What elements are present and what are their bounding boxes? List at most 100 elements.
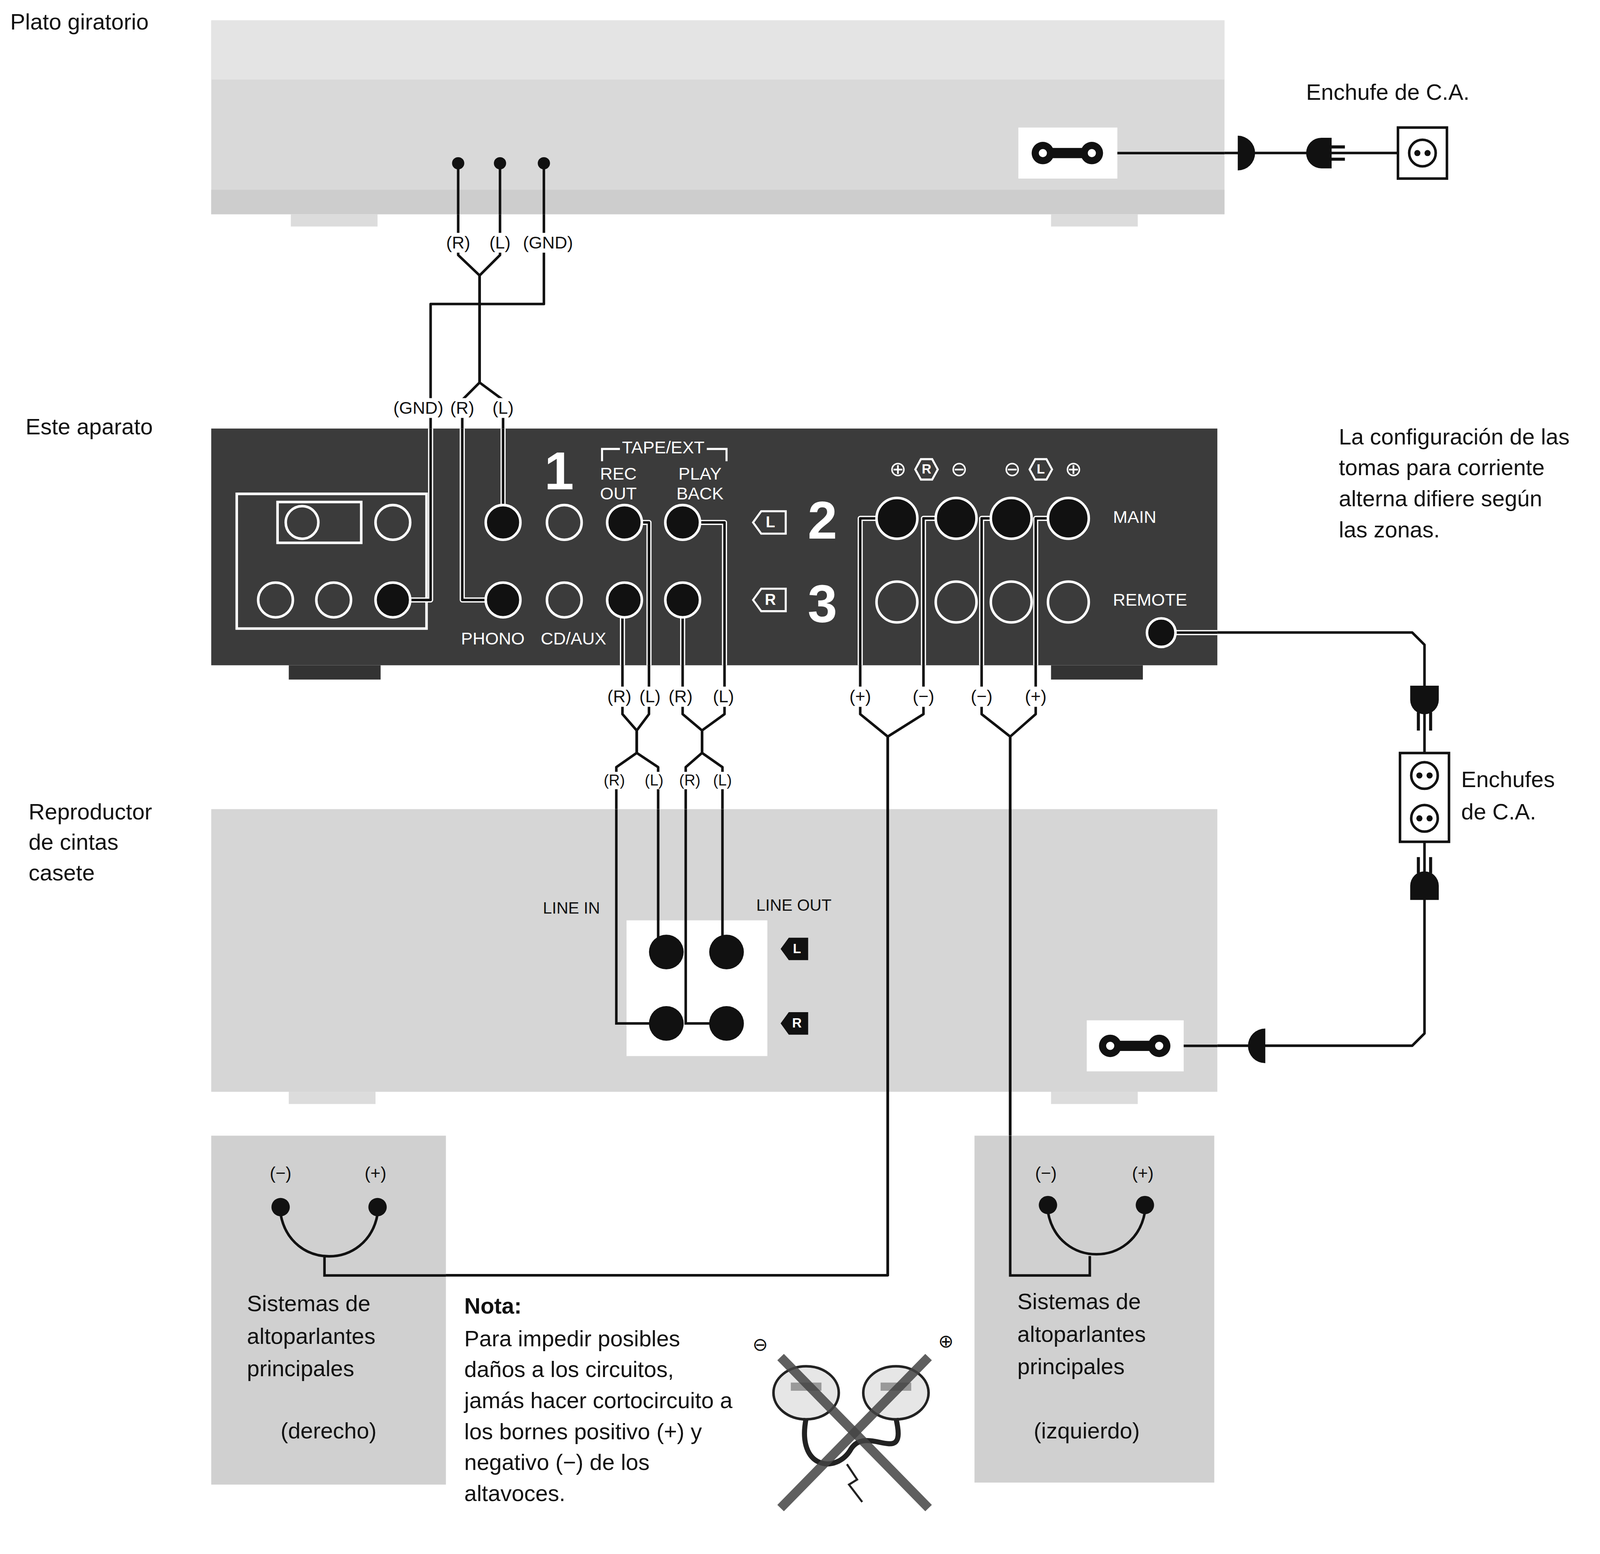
label-text: ⊖ xyxy=(950,457,968,481)
cable-wire xyxy=(445,665,888,1276)
label-text: (L) xyxy=(637,687,663,707)
label-text: (−) xyxy=(910,687,937,707)
cassette-deck-body xyxy=(211,809,1218,1093)
wall-outlet xyxy=(1414,149,1421,156)
cable xyxy=(1217,841,1425,1046)
label-text: (−) xyxy=(1035,1163,1057,1184)
cassette-deck-body xyxy=(1086,1020,1184,1072)
ac-socket xyxy=(1117,151,1225,155)
amplifier-panel xyxy=(752,511,786,534)
power-plug xyxy=(1429,857,1433,874)
cassette-deck-body xyxy=(1106,1041,1115,1050)
label-text: 1 xyxy=(544,440,574,502)
turntable-body xyxy=(493,157,506,170)
jack xyxy=(935,581,977,623)
label-text: (R) xyxy=(444,232,473,253)
jack xyxy=(876,497,918,539)
device-label: Este aparato xyxy=(25,412,153,442)
cable-wire xyxy=(445,665,924,1276)
cassette-deck-body xyxy=(626,920,768,1057)
ac-socket xyxy=(1031,141,1055,165)
label-text: La configuración de las tomas para corri… xyxy=(1338,421,1572,546)
device-sublabel: (derecho) xyxy=(280,1416,377,1446)
label-text: L xyxy=(765,513,776,532)
amplifier-panel xyxy=(236,493,427,629)
speaker-box: Sistemas de altoparlantes principales(de… xyxy=(211,1135,447,1485)
amplifier-panel xyxy=(211,428,1218,666)
label-text: ⊖ xyxy=(750,1334,770,1356)
label-text: Nota: xyxy=(464,1290,522,1322)
jack xyxy=(375,497,1176,648)
label-text: 3 xyxy=(807,573,838,635)
wall-outlet xyxy=(1424,149,1431,156)
label-text: LINE IN xyxy=(542,898,600,918)
amplifier-panel xyxy=(285,506,319,540)
device-label: Enchufe de C.A. xyxy=(1306,77,1470,107)
speaker-right xyxy=(211,1136,447,1486)
wall-outlet xyxy=(1397,127,1447,179)
turntable-body xyxy=(211,20,1225,215)
amplifier-panel xyxy=(1051,665,1143,680)
label-text: L xyxy=(1036,461,1045,478)
short-circuit-warning xyxy=(780,1357,929,1509)
double-outlet xyxy=(1416,772,1423,779)
ac-socket xyxy=(1087,149,1097,158)
cassette-deck-body xyxy=(1147,1035,1171,1058)
power-plug xyxy=(1329,157,1345,161)
cable-wire xyxy=(981,665,1011,1136)
double-outlet xyxy=(1411,805,1438,832)
label-text: TAPE/EXT xyxy=(619,438,707,458)
speaker-right xyxy=(280,1214,446,1276)
double-outlet xyxy=(1416,815,1423,822)
jack xyxy=(607,505,642,540)
device-label: Enchufes de C.A. xyxy=(1461,763,1584,829)
speaker-right xyxy=(271,1198,290,1217)
jack xyxy=(665,505,700,540)
turntable-body xyxy=(211,189,1225,215)
cable xyxy=(445,665,924,1276)
label-text: (GND) xyxy=(520,232,576,253)
cassette-deck-body xyxy=(709,934,745,970)
power-plug xyxy=(1329,145,1345,149)
jack xyxy=(990,581,1032,623)
cassette-deck-body xyxy=(780,938,809,961)
ac-socket xyxy=(1018,127,1225,179)
ac-socket xyxy=(1018,127,1118,179)
label-text: PLAY BACK xyxy=(669,463,731,504)
cable-wire xyxy=(1217,632,1425,753)
amplifier-panel xyxy=(258,582,294,618)
double-outlet xyxy=(1399,753,1449,843)
cassette-deck-body xyxy=(288,1091,376,1105)
amplifier-panel xyxy=(316,582,352,618)
amplifier-panel xyxy=(288,665,381,680)
label-text: R xyxy=(921,461,932,478)
double-outlet xyxy=(1399,753,1449,843)
jack xyxy=(935,497,977,539)
label-text: (L) xyxy=(710,771,734,790)
label-text: PHONO xyxy=(461,628,525,649)
turntable-body xyxy=(290,214,378,227)
jack xyxy=(876,581,918,623)
jack xyxy=(665,582,700,618)
cassette-deck: Reproductor de cintas casete xyxy=(211,809,1218,1092)
speaker-left xyxy=(1038,1196,1057,1215)
device-label: Sistemas de altoparlantes principales xyxy=(1017,1285,1201,1384)
power-plug xyxy=(1416,857,1421,874)
turntable-body xyxy=(211,20,1225,80)
jack xyxy=(546,582,582,618)
label-text: ⊕ xyxy=(935,1331,956,1353)
label-text: (GND) xyxy=(391,398,446,418)
cable xyxy=(981,665,1036,1136)
turntable-body xyxy=(457,163,460,215)
turntable: Plato giratorio xyxy=(211,20,1225,215)
label-text: (R) xyxy=(666,687,695,707)
wall-outlet xyxy=(1397,127,1447,179)
jack xyxy=(485,582,521,618)
label-text: 2 xyxy=(807,489,838,551)
short-circuit-warning xyxy=(780,1357,929,1509)
jack xyxy=(607,582,642,618)
turntable-body xyxy=(1051,214,1139,227)
